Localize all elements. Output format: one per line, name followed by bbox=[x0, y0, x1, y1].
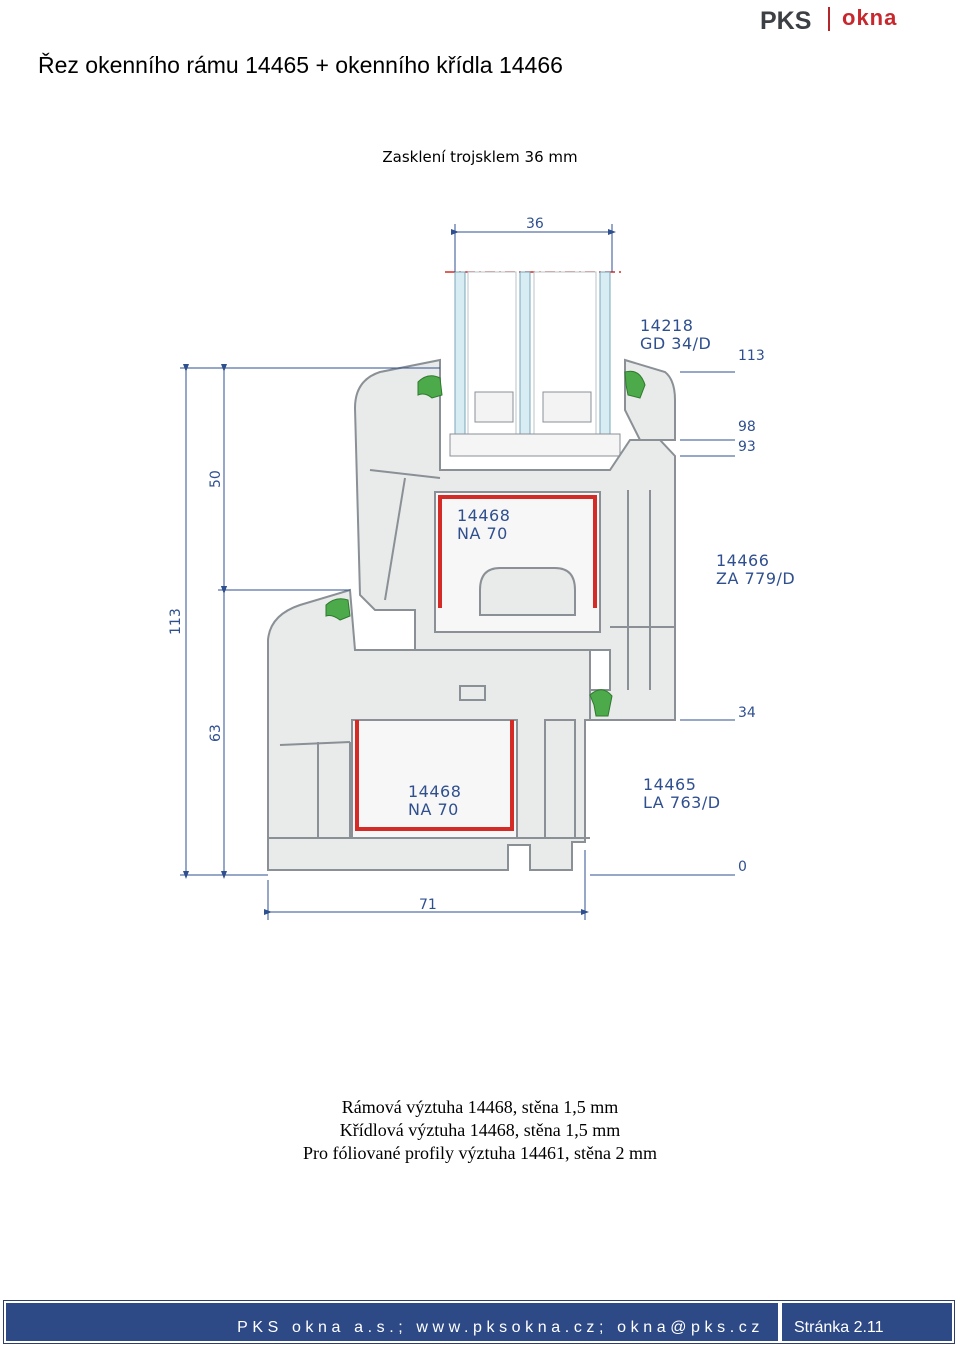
sash-code: 14466 bbox=[716, 551, 769, 570]
note-sash-reinforcement: Křídlová výztuha 14468, stěna 1,5 mm bbox=[339, 1120, 621, 1140]
reinforcement-notes: Rámová výztuha 14468, stěna 1,5 mm Křídl… bbox=[0, 1096, 960, 1165]
pks-okna-logo: PKS okna bbox=[758, 5, 897, 34]
upper-reinforcement bbox=[438, 495, 597, 608]
upper-reinforcement-code: 14468 bbox=[457, 506, 510, 525]
level-113: 113 bbox=[738, 348, 765, 364]
gasket-type: GD 34/D bbox=[640, 334, 711, 353]
window-section-drawing: 36 50 113 63 71 113 98 93 34 0 14218 GD … bbox=[168, 216, 795, 920]
triple-glazing bbox=[445, 271, 625, 457]
level-93: 93 bbox=[738, 439, 756, 455]
frame-code: 14465 bbox=[643, 775, 696, 794]
dim-71: 71 bbox=[419, 897, 437, 913]
dim-50: 50 bbox=[208, 470, 224, 488]
upper-reinforcement-type: NA 70 bbox=[457, 524, 508, 543]
gasket-code: 14218 bbox=[640, 316, 693, 335]
dim-63: 63 bbox=[208, 724, 224, 742]
svg-text:okna: okna bbox=[842, 5, 897, 30]
level-0: 0 bbox=[738, 859, 747, 875]
note-frame-reinforcement: Rámová výztuha 14468, stěna 1,5 mm bbox=[341, 1097, 619, 1117]
dim-glass-36: 36 bbox=[526, 216, 544, 232]
page-footer: PKS okna a.s.; www.pksokna.cz; okna@pks.… bbox=[3, 1300, 955, 1344]
svg-text:PKS: PKS bbox=[760, 7, 811, 34]
lower-reinforcement-type: NA 70 bbox=[408, 800, 459, 819]
dimension-lines bbox=[180, 224, 735, 920]
level-98: 98 bbox=[738, 419, 756, 435]
page-title: Řez okenního rámu 14465 + okenního křídl… bbox=[38, 52, 563, 78]
lower-reinforcement bbox=[355, 720, 514, 831]
footer-page-number: Stránka 2.11 bbox=[782, 1303, 952, 1341]
gaskets bbox=[325, 370, 646, 717]
level-34: 34 bbox=[738, 705, 756, 721]
glazing-subtitle: Zasklení trojsklem 36 mm bbox=[382, 148, 578, 166]
lower-reinforcement-code: 14468 bbox=[408, 782, 461, 801]
dim-113-total: 113 bbox=[168, 608, 184, 635]
footer-contact: PKS okna a.s.; www.pksokna.cz; okna@pks.… bbox=[6, 1303, 778, 1341]
frame-type: LA 763/D bbox=[643, 793, 721, 812]
note-foiled-profiles: Pro fóliované profily výztuha 14461, stě… bbox=[303, 1143, 657, 1163]
sash-type: ZA 779/D bbox=[716, 569, 795, 588]
